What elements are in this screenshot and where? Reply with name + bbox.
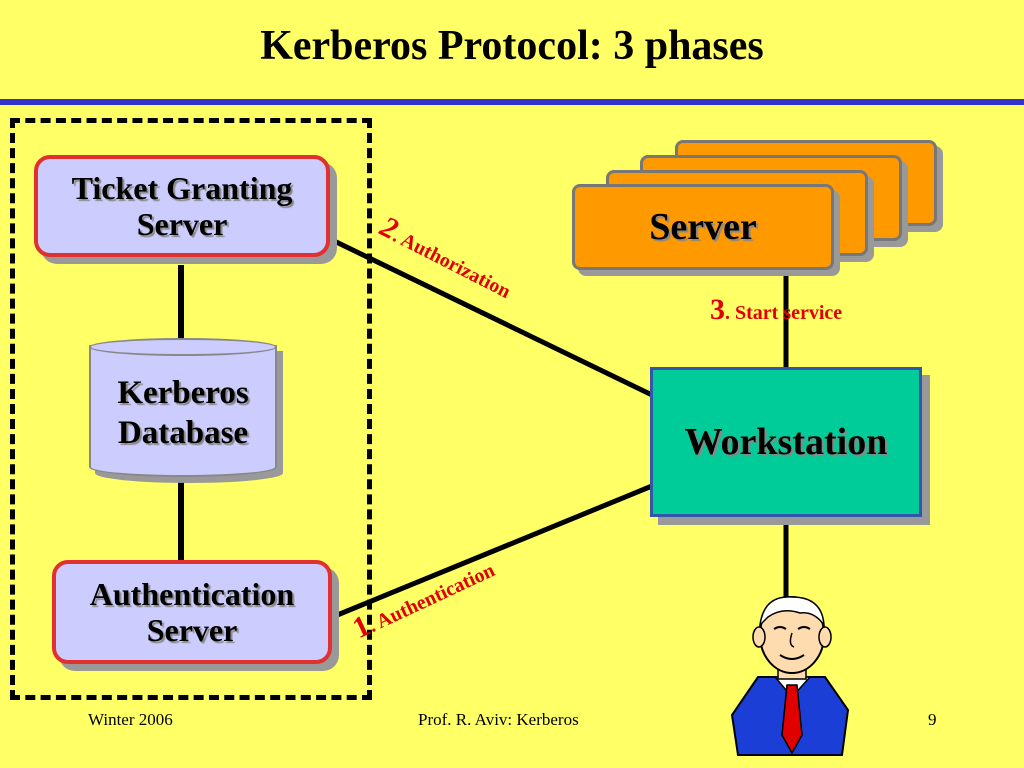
page-number: 9 (928, 710, 937, 729)
as-workstation-link (329, 483, 653, 621)
footer-author: Prof. R. Aviv: Kerberos (418, 710, 579, 729)
cartoon-person-icon (730, 596, 850, 756)
tgs-workstation-link (326, 235, 654, 398)
start-step-text: . Start service (725, 302, 843, 324)
db-label-line2: Database (117, 415, 249, 451)
slide-title: Kerberos Protocol: 3 phases (260, 23, 764, 69)
db-label-line1: Kerberos (117, 375, 249, 411)
tgs-label-line2: Server (136, 206, 228, 242)
start-service-label: 3. Start service (710, 293, 842, 327)
as-label-line2: Server (146, 612, 238, 648)
tgs-label-line1: Ticket Granting (71, 170, 293, 206)
authentication-server-node: Authentication Server (52, 560, 332, 664)
kerberos-database-node: Kerberos Database (89, 345, 277, 477)
kdc-boundary (10, 118, 372, 700)
ticket-granting-server-node: Ticket Granting Server (34, 155, 330, 257)
database-cylinder-top (89, 338, 277, 356)
start-step-number: 3 (710, 293, 725, 326)
workstation-node: Workstation (650, 367, 922, 517)
server-node: Server (572, 184, 834, 270)
title-divider (0, 99, 1024, 105)
as-label-line1: Authentication (89, 576, 295, 612)
footer-date: Winter 2006 (88, 710, 173, 729)
